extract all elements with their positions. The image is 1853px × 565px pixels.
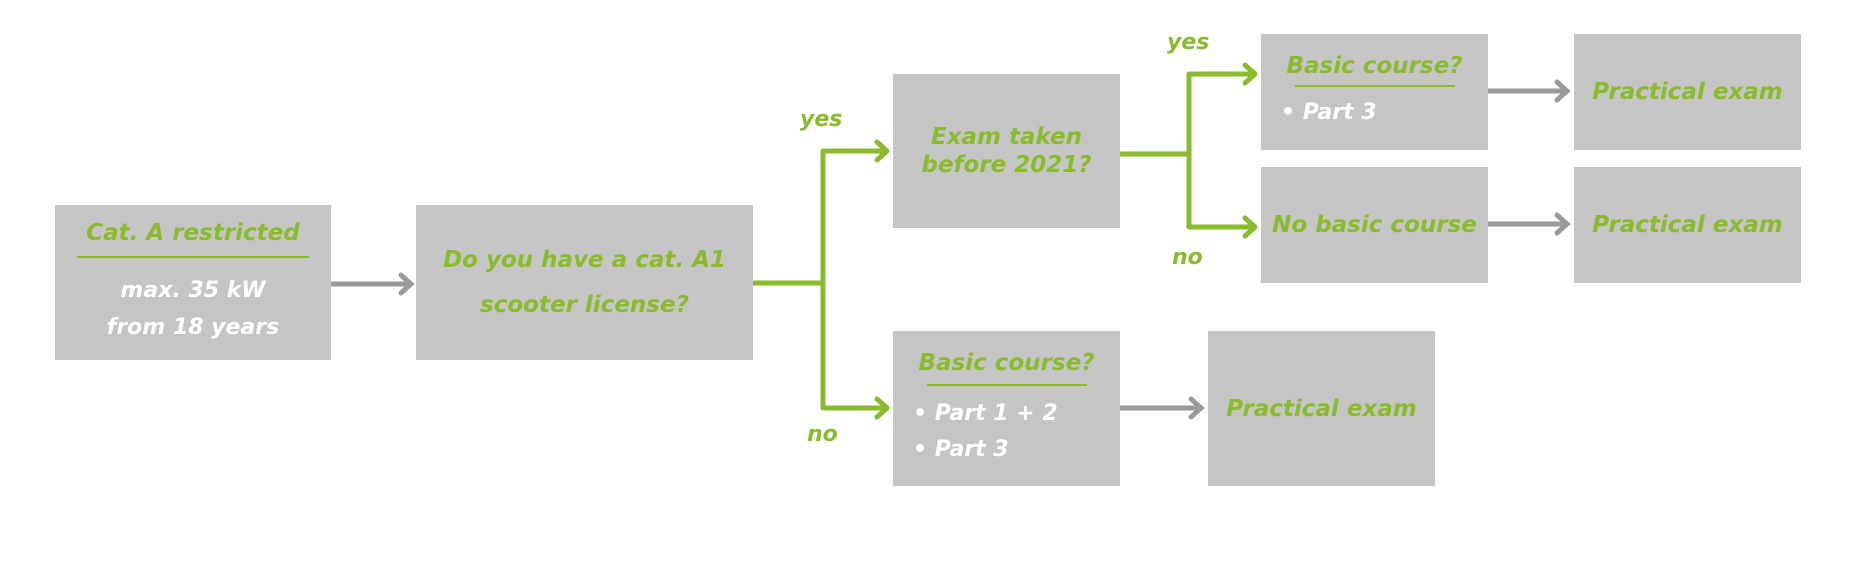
bullet-item: • Part 1 + 2 — [913, 400, 1058, 426]
practical-exam-node-2: Practical exam — [1574, 167, 1801, 283]
question-line-2: scooter license? — [480, 291, 689, 318]
basic-course-bottom-title: Basic course? — [918, 349, 1095, 376]
practical-exam-node-1: Practical exam — [1574, 34, 1801, 150]
label-yes-exam: yes — [1167, 30, 1210, 55]
start-line-2: from 18 years — [106, 314, 280, 340]
practical-exam-node-3: Practical exam — [1208, 331, 1435, 486]
bullet-item: • Part 3 — [913, 436, 1009, 462]
arrowhead-question-no — [874, 396, 890, 420]
basic-course-top-underline — [1294, 85, 1455, 87]
start-node: Cat. A restricted max. 35 kW from 18 yea… — [55, 205, 331, 360]
question-line-1: Do you have a cat. A1 — [443, 246, 726, 273]
arrowhead-no-basic-to-practical — [1554, 212, 1571, 236]
basic-course-top-title: Basic course? — [1286, 53, 1463, 79]
basic-course-top-bullets: • Part 3 — [1281, 95, 1377, 131]
arrowhead-basic-top-to-practical — [1554, 79, 1571, 103]
basic-course-top-node: Basic course? • Part 3 — [1261, 34, 1488, 150]
start-line-1: max. 35 kW — [120, 277, 266, 303]
arrowhead-question-yes — [874, 139, 890, 163]
branch-exam-no — [1186, 151, 1257, 230]
branch-exam-yes — [1186, 71, 1257, 157]
arrowhead-exam-yes — [1242, 62, 1258, 86]
basic-course-bottom-bullets: • Part 1 + 2 • Part 3 — [913, 396, 1058, 468]
arrowhead-basic-bottom-to-practical — [1188, 396, 1205, 420]
basic-course-bottom-node: Basic course? • Part 1 + 2 • Part 3 — [893, 331, 1120, 486]
no-basic-course-title: No basic course — [1272, 212, 1477, 238]
bullet-item: • Part 3 — [1281, 100, 1377, 125]
label-yes-question: yes — [800, 107, 843, 132]
practical-exam-title-3: Practical exam — [1226, 395, 1417, 422]
start-title-underline — [77, 255, 309, 258]
question-node: Do you have a cat. A1 scooter license? — [416, 205, 753, 360]
exam-before-node: Exam taken before 2021? — [893, 74, 1120, 228]
no-basic-course-node: No basic course — [1261, 167, 1488, 283]
exam-before-line-2: before 2021? — [921, 152, 1092, 178]
start-title: Cat. A restricted — [86, 219, 300, 246]
label-no-exam: no — [1172, 245, 1203, 270]
label-no-question: no — [807, 422, 838, 447]
green-connectors — [751, 62, 1258, 420]
exam-before-line-1: Exam taken — [930, 124, 1082, 150]
practical-exam-title-1: Practical exam — [1592, 79, 1783, 105]
branch-question-yes — [820, 148, 889, 286]
arrowhead-start-to-question — [398, 272, 415, 296]
basic-course-bottom-underline — [926, 383, 1087, 386]
branch-question-no — [820, 280, 889, 411]
practical-exam-title-2: Practical exam — [1592, 212, 1783, 238]
gray-arrows — [329, 79, 1571, 420]
arrowhead-exam-no — [1242, 215, 1258, 239]
